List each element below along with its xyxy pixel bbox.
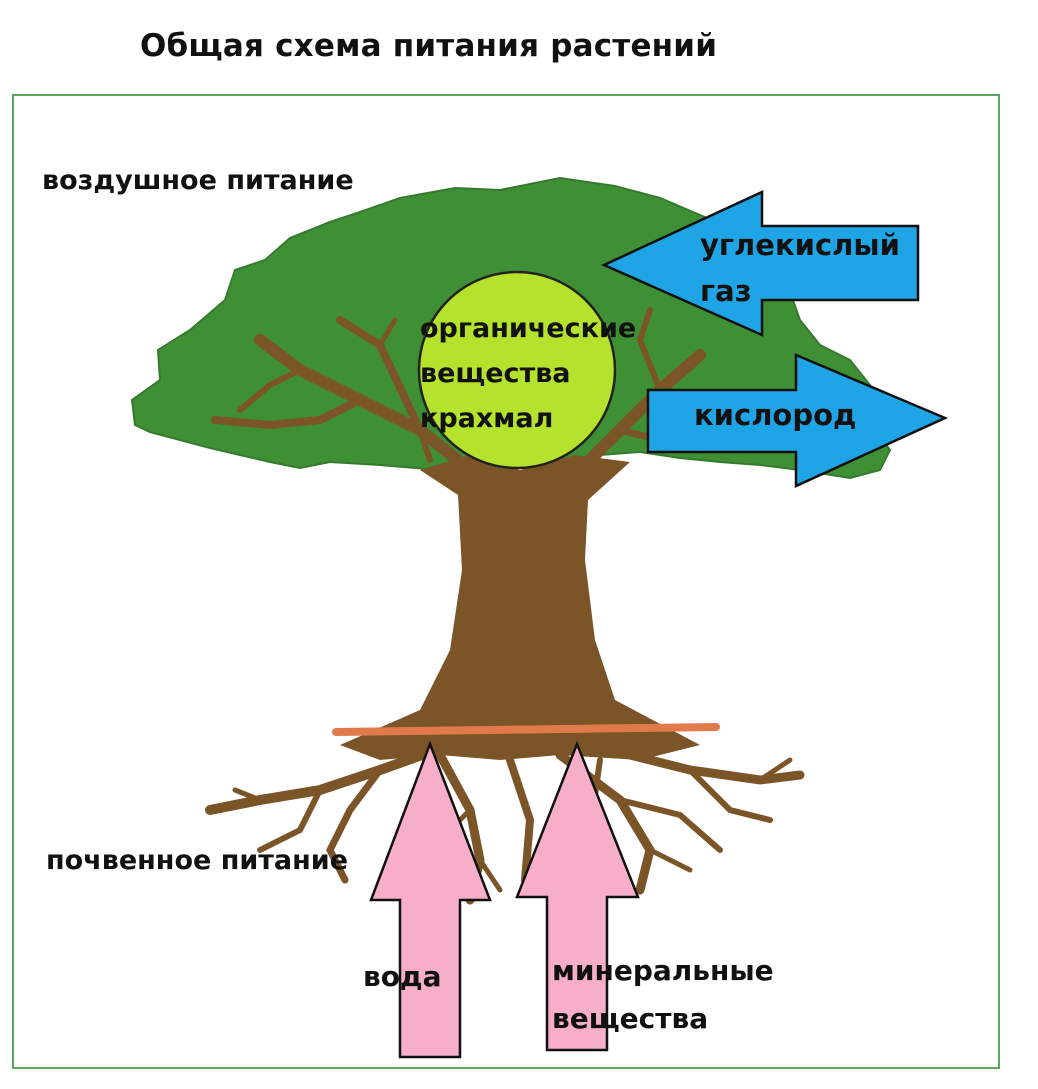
minerals-label: минеральные вещества [552,947,774,1043]
diagram-title: Общая схема питания растений [140,28,718,64]
water-arrow [369,740,492,1059]
organic-line-2: вещества [420,358,571,389]
minerals-line-2: вещества [552,1002,709,1035]
air-nutrition-label: воздушное питание [42,165,354,196]
organic-line-3: крахмал [420,403,554,434]
soil-nutrition-label: почвенное питание [46,845,349,876]
co2-line-1: углекислый [700,228,900,262]
carbon-dioxide-arrow [600,190,920,337]
organic-line-1: органические [420,313,637,344]
diagram-frame [12,94,1000,1069]
oxygen-label: кислород [694,398,857,432]
oxygen-arrow [646,353,949,488]
water-label: вода [363,960,442,993]
tree-trunk [340,455,700,760]
minerals-arrow [515,740,640,1052]
organic-substances-label: органические вещества крахмал [420,306,636,441]
ground-line [332,723,720,736]
minerals-line-1: минеральные [552,954,774,987]
carbon-dioxide-label: углекислый газ [700,222,900,314]
organic-substances-circle [417,270,617,470]
co2-line-2: газ [700,274,752,308]
